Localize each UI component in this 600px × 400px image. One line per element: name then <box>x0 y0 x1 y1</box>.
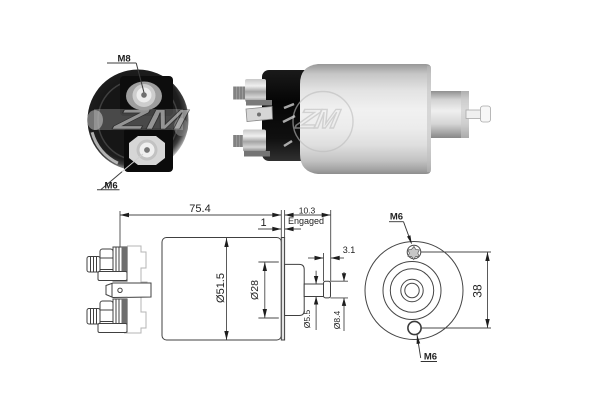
svg-text:75.4: 75.4 <box>189 203 210 215</box>
svg-text:M: M <box>144 103 190 135</box>
svg-text:3.1: 3.1 <box>343 245 356 255</box>
svg-text:M6: M6 <box>390 212 403 223</box>
svg-text:Ø8.4: Ø8.4 <box>332 311 342 330</box>
svg-text:M6: M6 <box>105 180 118 191</box>
svg-text:Engaged: Engaged <box>288 216 324 226</box>
svg-text:Ø28: Ø28 <box>249 280 261 300</box>
svg-text:M6: M6 <box>424 352 437 363</box>
svg-text:10.3: 10.3 <box>299 206 316 216</box>
svg-text:1: 1 <box>260 217 266 229</box>
svg-text:Ø51.5: Ø51.5 <box>215 273 227 303</box>
svg-text:M8: M8 <box>118 54 131 65</box>
svg-text:38: 38 <box>471 284 485 298</box>
svg-text:Ø5.5: Ø5.5 <box>302 310 312 329</box>
